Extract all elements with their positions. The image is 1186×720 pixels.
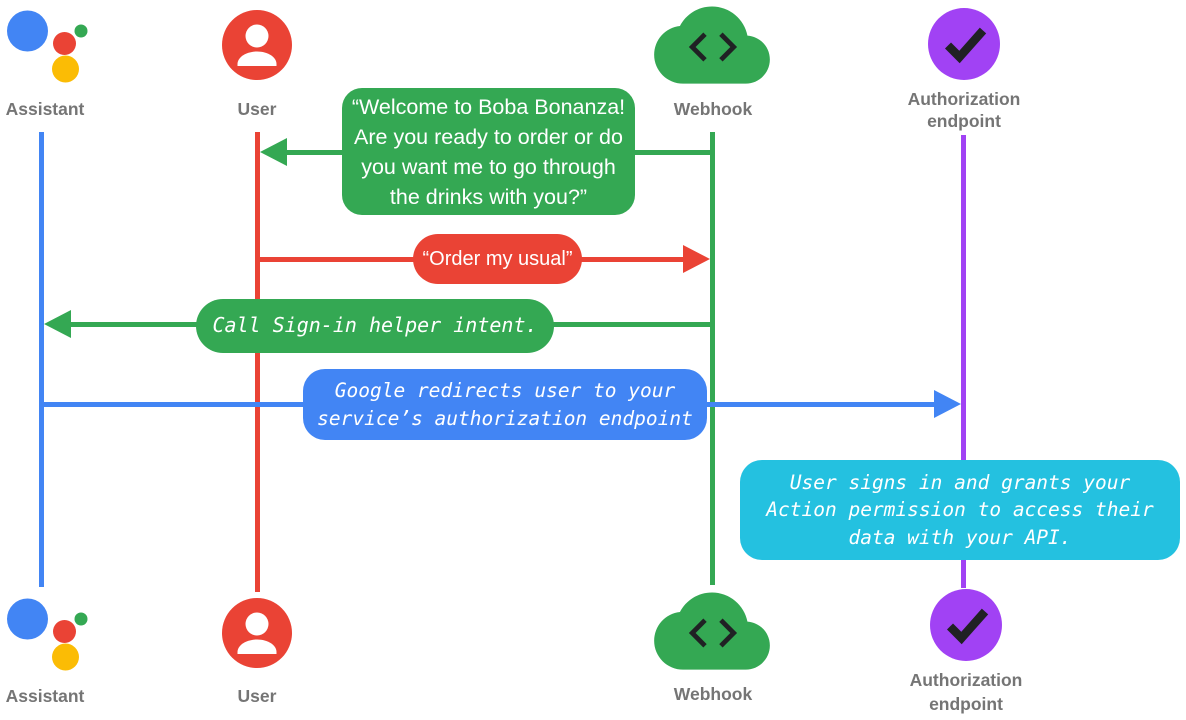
google-assistant-logo-icon	[5, 8, 89, 92]
message-line: the drinks with you?”	[389, 184, 588, 209]
message-redirect: Google redirects user to your service’s …	[303, 369, 707, 440]
google-assistant-logo-icon	[5, 596, 89, 680]
actor-label-user: User	[237, 99, 277, 119]
note-user-grants: User signs in and grants your Action per…	[740, 460, 1180, 560]
message-line: Action permission to access their	[766, 498, 1154, 522]
person-circle-icon	[222, 598, 292, 668]
lifeline-user	[255, 132, 260, 592]
check-circle-icon	[928, 8, 1000, 80]
message-welcome: “Welcome to Boba Bonanza! Are you ready …	[342, 88, 635, 215]
message-line: Are you ready to order or do	[354, 124, 623, 149]
check-circle-icon	[930, 589, 1002, 661]
actor-label-endpoint: endpoint	[927, 111, 1001, 131]
arrowhead-right-icon	[683, 245, 710, 273]
message-line: service’s authorization endpoint	[317, 406, 693, 430]
message-line: “Order my usual”	[422, 248, 573, 270]
actor-label-webhook: Webhook	[673, 684, 753, 704]
message-signin-helper: Call Sign-in helper intent.	[196, 299, 554, 353]
actor-label-webhook: Webhook	[673, 99, 753, 119]
actor-label-assistant: Assistant	[5, 99, 85, 119]
person-circle-icon	[222, 10, 292, 80]
actor-label-authorization: Authorization	[907, 89, 1021, 109]
message-line: User signs in and grants your	[789, 470, 1131, 494]
lifeline-authorization-endpoint	[961, 135, 966, 588]
message-line: you want me to go through	[361, 154, 616, 179]
message-line: data with your API.	[848, 525, 1072, 549]
code-cloud-icon	[654, 592, 770, 673]
actor-label-assistant: Assistant	[5, 686, 85, 706]
lifeline-webhook	[710, 132, 715, 585]
message-line: Google redirects user to your	[334, 379, 676, 402]
message-line: “Welcome to Boba Bonanza!	[351, 94, 626, 119]
actor-label-authorization: Authorization	[909, 670, 1023, 690]
arrowhead-left-icon	[260, 138, 287, 166]
actor-label-endpoint: endpoint	[929, 694, 1003, 714]
message-order: “Order my usual”	[413, 234, 582, 284]
code-cloud-icon	[654, 6, 770, 87]
arrowhead-left-icon	[44, 310, 71, 338]
lifeline-assistant	[39, 132, 44, 587]
actor-label-user: User	[237, 686, 277, 706]
arrowhead-right-icon	[934, 390, 961, 418]
message-line: Call Sign-in helper intent.	[212, 313, 538, 338]
